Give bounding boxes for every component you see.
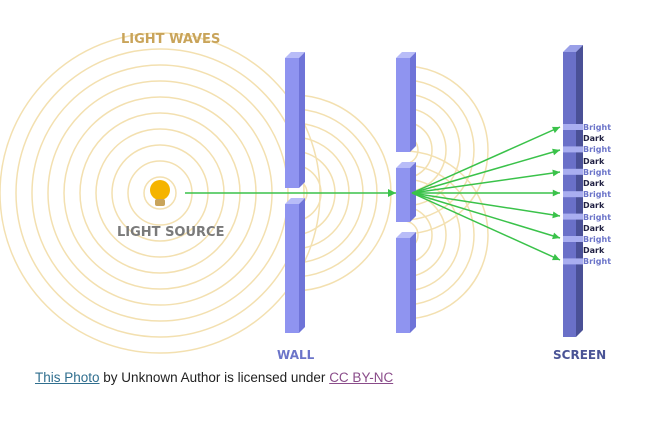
wall-upper-top: [285, 52, 305, 58]
slit-wall-middle-top: [396, 162, 416, 168]
band-label: Bright: [583, 123, 612, 132]
diffracted-ray: [411, 192, 561, 261]
photo-link[interactable]: This Photo: [35, 370, 100, 385]
wall-upper: [285, 58, 299, 188]
slit-wall-lower-top: [396, 232, 416, 238]
diffracted-ray: [411, 171, 561, 194]
double-slit-wave: [403, 79, 475, 221]
screen-top: [563, 45, 583, 52]
diffracted-ray: [411, 192, 561, 217]
bright-band-mark: [563, 168, 583, 175]
caption-text: by Unknown Author is licensed under: [99, 370, 330, 385]
slit-wall-lower-side: [410, 232, 416, 333]
slit-wall-upper: [396, 58, 410, 152]
diagram: LIGHT WAVES LIGHT SOURCE WALL SCREEN Bri…: [0, 32, 612, 362]
band-label: Dark: [583, 201, 605, 211]
band-label: Dark: [583, 246, 605, 256]
ray-arrowhead: [552, 169, 560, 177]
attribution-caption: This Photo by Unknown Author is licensed…: [35, 370, 393, 385]
ray-arrowhead: [552, 211, 560, 219]
ray-arrowhead: [552, 148, 560, 156]
double-slit-wave: [403, 178, 461, 292]
slit-wall-upper-side: [410, 52, 416, 152]
diffracted-ray: [411, 149, 561, 194]
ray-arrowhead: [552, 126, 560, 134]
diffracted-ray: [411, 192, 561, 239]
wall-label: WALL: [277, 348, 315, 362]
bulb-base: [155, 199, 165, 206]
double-slit-wave: [403, 65, 489, 235]
band-label: Bright: [583, 212, 612, 222]
bright-band-mark: [563, 191, 583, 198]
wave-ring: [143, 176, 177, 210]
slit-wall-upper-top: [396, 52, 416, 58]
wall-lower: [285, 204, 299, 333]
bright-band-mark: [563, 146, 583, 153]
bright-band-mark: [563, 213, 583, 220]
band-label: Bright: [583, 167, 612, 177]
double-slit-wave: [403, 164, 475, 306]
bulb-icon: [150, 180, 170, 200]
band-label: Dark: [583, 156, 605, 166]
diagram-canvas: [0, 32, 583, 354]
screen-side: [576, 45, 583, 337]
ray-arrow: [388, 189, 396, 197]
bright-band-mark: [563, 258, 583, 265]
slit-wall-lower: [396, 238, 410, 333]
diffracted-ray: [411, 126, 561, 194]
diagram-title: LIGHT WAVES: [121, 32, 221, 47]
license-link[interactable]: CC BY-NC: [329, 370, 394, 385]
bright-band-mark: [563, 124, 583, 130]
ray-arrowhead: [552, 189, 560, 197]
wall-lower-side: [299, 198, 305, 333]
screen-label: SCREEN: [553, 348, 607, 362]
double-slit-wave: [403, 150, 489, 320]
band-label: Bright: [583, 145, 612, 155]
band-label: Bright: [583, 235, 612, 244]
ray-arrowhead: [552, 253, 560, 261]
light-source-label: LIGHT SOURCE: [117, 225, 225, 240]
band-label: Dark: [583, 179, 605, 188]
ray-arrowhead: [552, 232, 560, 240]
band-label: Bright: [583, 257, 612, 267]
bright-band-mark: [563, 236, 583, 242]
band-label: Dark: [583, 134, 605, 144]
wall-lower-top: [285, 198, 305, 204]
wall-upper-side: [299, 52, 305, 188]
band-label: Dark: [583, 223, 605, 233]
band-label: Bright: [583, 190, 612, 200]
slit-wall-middle: [396, 168, 410, 222]
